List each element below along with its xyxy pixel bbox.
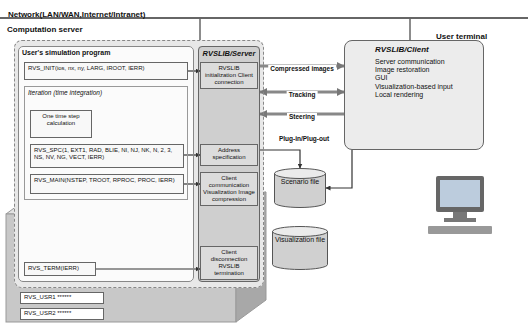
label-holder: User terminal [436, 25, 487, 43]
node-title: RVSLIB/Client [375, 45, 479, 55]
network-drop [199, 18, 201, 40]
cylinder-body [273, 231, 328, 270]
program-box: User's simulation programRVS_INIT(ios, n… [18, 46, 194, 282]
heading-label: User terminal [436, 32, 487, 41]
network-drop [409, 18, 411, 40]
cylinder-top [275, 169, 326, 179]
node-title: Iteration (time integration) [25, 87, 187, 98]
edge-label-holder: Steering [287, 105, 317, 123]
api-call-box: RVS_TERM(IERR) [24, 262, 96, 276]
edge-label: Compressed images [268, 65, 336, 72]
monitor-stand [453, 212, 467, 218]
node-title: RVS_USR2 ****** [24, 310, 100, 317]
node-title: User's simulation program [19, 47, 193, 58]
node-title: RVS_SPC(1, EXT1, RAD, BLIE, NI, NJ, NK, … [34, 147, 180, 161]
edge-label-holder: Plug-in/Plug-out [277, 127, 331, 145]
edge-label: Tracking [287, 91, 318, 98]
connector [326, 150, 352, 188]
cylinder-shape [272, 226, 328, 270]
connector [260, 150, 300, 168]
cylinder-top [273, 227, 328, 237]
function-box: Address specification [200, 144, 258, 166]
node-title: RVS_INIT(ios, nx, ny, LARG, IROOT, IERR) [28, 65, 184, 72]
edge-label: Plug-in/Plug-out [277, 135, 331, 142]
process-box: One time step calculation [30, 110, 92, 138]
list-item: Visualization-based input [375, 83, 479, 91]
node-title: Computation server [7, 25, 255, 34]
list-item: Local rendering [375, 91, 479, 99]
list-item: GUI [375, 74, 479, 82]
api-call-box: RVS_SPC(1, EXT1, RAD, BLIE, NI, NJ, NK, … [30, 144, 184, 168]
edge-label-holder: Compressed images [268, 57, 336, 75]
list-item: Image restoration [375, 66, 479, 74]
node-title: Address specification [203, 147, 255, 161]
connector [96, 268, 200, 269]
heading-label: Network(LAN/WAN,Internet/Intranet) [8, 10, 145, 19]
edge-label-holder: Tracking [287, 83, 318, 101]
cylinder-shape [274, 168, 326, 208]
node-title: RVS_USR1 ****** [24, 294, 100, 301]
node-title: One time step calculation [34, 113, 88, 127]
panel-fill [14, 40, 264, 288]
function-box: Client disconnection RVSLIB termination [200, 246, 258, 280]
edge-label: Steering [287, 113, 317, 120]
api-call-box: RVS_INIT(ios, nx, ny, LARG, IROOT, IERR) [24, 62, 188, 80]
client-box: RVSLIB/ClientServer communicationImage r… [344, 40, 484, 150]
program-fill [18, 46, 194, 282]
cylinder-body [275, 173, 326, 208]
library-column: RVSLIB/ServerRVSLIB initialization Clien… [198, 46, 260, 282]
node-title: RVSLIB/Server [199, 47, 259, 60]
node-title: RVS_TERM(IERR) [28, 265, 92, 272]
file-cylinder: Visualization file [272, 226, 328, 270]
file-cylinder: Scenario file [274, 168, 326, 208]
routine-box: RVS_USR2 ****** [20, 308, 104, 320]
node-title: Client communication Visualization Image… [203, 175, 255, 203]
node-title: RVSLIB initialization Client connection [203, 65, 255, 86]
node-title: Scenario file [276, 178, 324, 186]
api-call-box: RVS_MAIN(NSTEP, TROOT, RPROC, PROC, IERR… [30, 174, 184, 194]
function-box: Client communication Visualization Image… [200, 172, 258, 206]
keyboard [428, 226, 492, 234]
label-holder: Network(LAN/WAN,Internet/Intranet) [8, 3, 145, 21]
list-item: Server communication [375, 58, 479, 66]
routine-box: RVS_USR1 ****** [20, 292, 104, 304]
node-title: Visualization file [274, 236, 326, 244]
monitor-base [444, 218, 476, 222]
node-title: RVS_MAIN(NSTEP, TROOT, RPROC, PROC, IERR… [34, 177, 180, 184]
function-box: RVSLIB initialization Client connection [200, 62, 258, 89]
monitor-screen [440, 180, 480, 207]
server-column-fill [198, 46, 260, 282]
server-panel: Computation serverUser's simulation prog… [14, 40, 264, 288]
monitor-frame [436, 176, 484, 212]
node-title: Client disconnection RVSLIB termination [203, 249, 255, 277]
iteration-block: Iteration (time integration) One time ste… [24, 86, 188, 200]
